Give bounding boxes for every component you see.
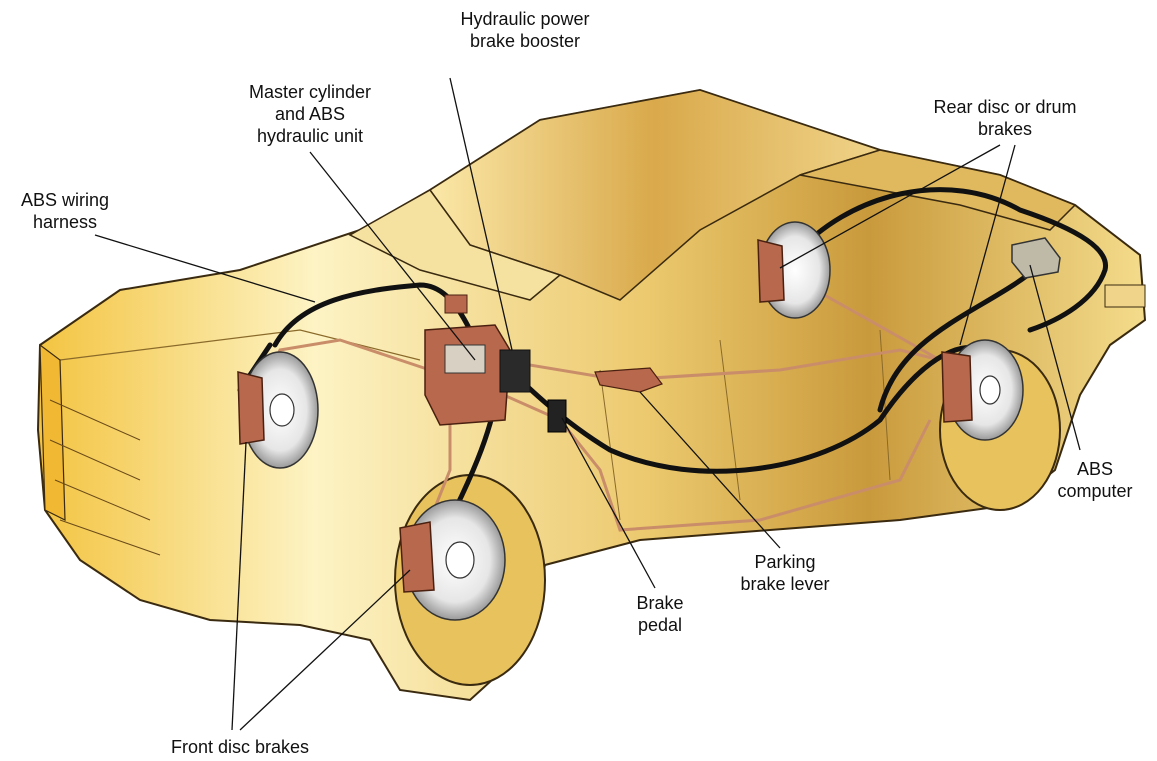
- label-line: Master cylinder: [215, 81, 405, 103]
- label-rear-disc-or-drum-brakes: Rear disc or drum brakes: [900, 96, 1110, 140]
- label-master-cylinder-abs-unit: Master cylinder and ABS hydraulic unit: [215, 81, 405, 147]
- label-line: and ABS: [215, 103, 405, 125]
- label-line: pedal: [620, 614, 700, 636]
- label-line: brake booster: [420, 30, 630, 52]
- label-line: Front disc brakes: [140, 736, 340, 758]
- label-brake-pedal: Brake pedal: [620, 592, 700, 636]
- label-abs-wiring-harness: ABS wiring harness: [0, 189, 130, 233]
- label-line: Rear disc or drum: [900, 96, 1110, 118]
- rear-taillight: [1105, 285, 1145, 307]
- label-line: Brake: [620, 592, 700, 614]
- brake-pedal-part: [548, 400, 566, 432]
- label-line: harness: [0, 211, 130, 233]
- label-line: ABS: [1040, 458, 1150, 480]
- label-hydraulic-power-brake-booster: Hydraulic power brake booster: [420, 8, 630, 52]
- label-line: computer: [1040, 480, 1150, 502]
- label-line: Hydraulic power: [420, 8, 630, 30]
- label-line: brakes: [900, 118, 1110, 140]
- label-line: ABS wiring: [0, 189, 130, 211]
- label-line: hydraulic unit: [215, 125, 405, 147]
- label-line: brake lever: [720, 573, 850, 595]
- label-abs-computer: ABS computer: [1040, 458, 1150, 502]
- label-line: Parking: [720, 551, 850, 573]
- label-front-disc-brakes: Front disc brakes: [140, 736, 340, 758]
- label-parking-brake-lever: Parking brake lever: [720, 551, 850, 595]
